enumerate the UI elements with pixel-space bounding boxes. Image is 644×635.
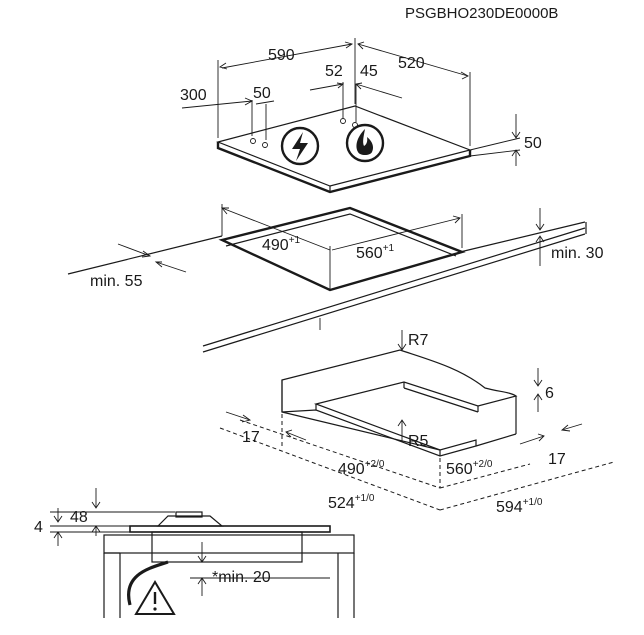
lightning-icon (280, 126, 320, 166)
burner-section (156, 515, 224, 527)
dim-margin-left: 17 (242, 429, 260, 446)
hob-control-dot (340, 118, 346, 124)
cutout-outline (218, 206, 466, 292)
worktop-section (103, 534, 355, 554)
dim-4: 4 (34, 519, 43, 536)
dim-hob-height: 50 (524, 135, 542, 152)
cabinet-dimensions: R7 R5 6 17 17 490+2/0 560+2/0 52 (219, 330, 615, 516)
dim-52: 52 (325, 63, 343, 80)
document-code: PSGBHO230DE0000B (405, 5, 558, 22)
dim-45: 45 (360, 63, 378, 80)
dim-outer-width: 524+1/0 (328, 493, 375, 512)
dim-cutout-depth: 560+1 (356, 243, 395, 262)
dim-min-55: min. 55 (90, 273, 143, 290)
hob-drawing (216, 105, 472, 194)
side-view-drawing (103, 511, 355, 618)
dim-min-30: min. 30 (551, 245, 604, 262)
dim-50-left: 50 (253, 85, 271, 102)
dim-hob-depth: 520 (398, 55, 425, 72)
dim-margin-right: 17 (548, 451, 566, 468)
cabinet-drawing (281, 349, 518, 457)
dim-cabinet-width: 490+2/0 (338, 459, 385, 478)
dim-300: 300 (180, 87, 207, 104)
hob-control-dot (250, 138, 256, 144)
hob-plate-section (129, 525, 331, 533)
radius-r5: R5 (408, 433, 429, 450)
cutout-dimensions: 490+1 560+1 min. 55 min. 30 (90, 204, 604, 290)
cabinet-top-outline (281, 349, 518, 457)
hob-control-dot (262, 142, 268, 148)
hob-front-edge (216, 142, 472, 194)
dim-min-20: *min. 20 (212, 569, 271, 586)
hob-dimensions: 590 520 300 50 52 45 50 (180, 38, 542, 166)
dim-48: 48 (70, 509, 88, 526)
hob-body-section (151, 531, 303, 563)
radius-r7: R7 (408, 332, 429, 349)
flame-icon (345, 123, 385, 163)
dim-step-6: 6 (545, 385, 554, 402)
hob-top-surface (216, 105, 472, 187)
warning-triangle-icon (134, 580, 176, 615)
dim-hob-width: 590 (268, 47, 295, 64)
dim-cabinet-depth: 560+2/0 (446, 459, 493, 478)
side-view-dimensions: 48 4 *min. 20 (34, 488, 330, 596)
dim-cutout-width: 490+1 (262, 235, 301, 254)
worktop-drawing (67, 206, 587, 353)
power-cable (127, 560, 169, 606)
dim-outer-depth: 594+1/0 (496, 497, 543, 516)
